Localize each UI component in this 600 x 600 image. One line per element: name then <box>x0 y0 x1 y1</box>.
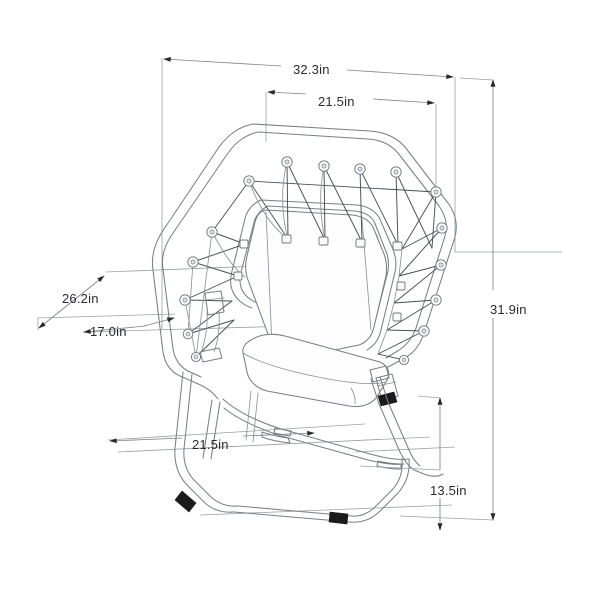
dimension-lines <box>38 56 496 531</box>
folding-legs <box>174 371 444 523</box>
bungee-lacing-right <box>377 191 443 361</box>
dimline-seat-depth-right <box>242 430 315 437</box>
bungee-lacing-top <box>248 161 437 249</box>
seat-cushion <box>242 333 390 408</box>
dimline-backrest-diagonal <box>38 275 105 329</box>
dimline-top-inner-left <box>267 89 307 95</box>
dimline-overall-width-right <box>346 69 454 80</box>
dimline-top-inner-right <box>372 98 435 106</box>
dimension-label-overall-height: 31.9in <box>490 302 527 317</box>
dimension-label-seat-height: 13.5in <box>430 483 467 498</box>
dimline-seat-back-left <box>83 325 146 334</box>
backrest-cushion <box>245 209 388 358</box>
dimension-label-backrest-diagonal: 26.2in <box>62 291 99 306</box>
dimline-overall-width-left <box>163 56 282 67</box>
frame-connector-blocks <box>233 234 406 322</box>
dimline-seat-back-right <box>143 317 175 327</box>
dimline-seat-depth-left <box>109 437 183 444</box>
bungee-lacing-left <box>184 180 250 358</box>
dimension-label-overall-width: 32.3in <box>293 62 330 77</box>
dimension-label-top-inner-width: 21.5in <box>318 94 355 109</box>
dimension-label-seat-depth: 21.5in <box>192 437 229 452</box>
dimension-label-seat-back-height: 17.0in <box>90 324 127 339</box>
bungee-grommets <box>179 156 448 366</box>
